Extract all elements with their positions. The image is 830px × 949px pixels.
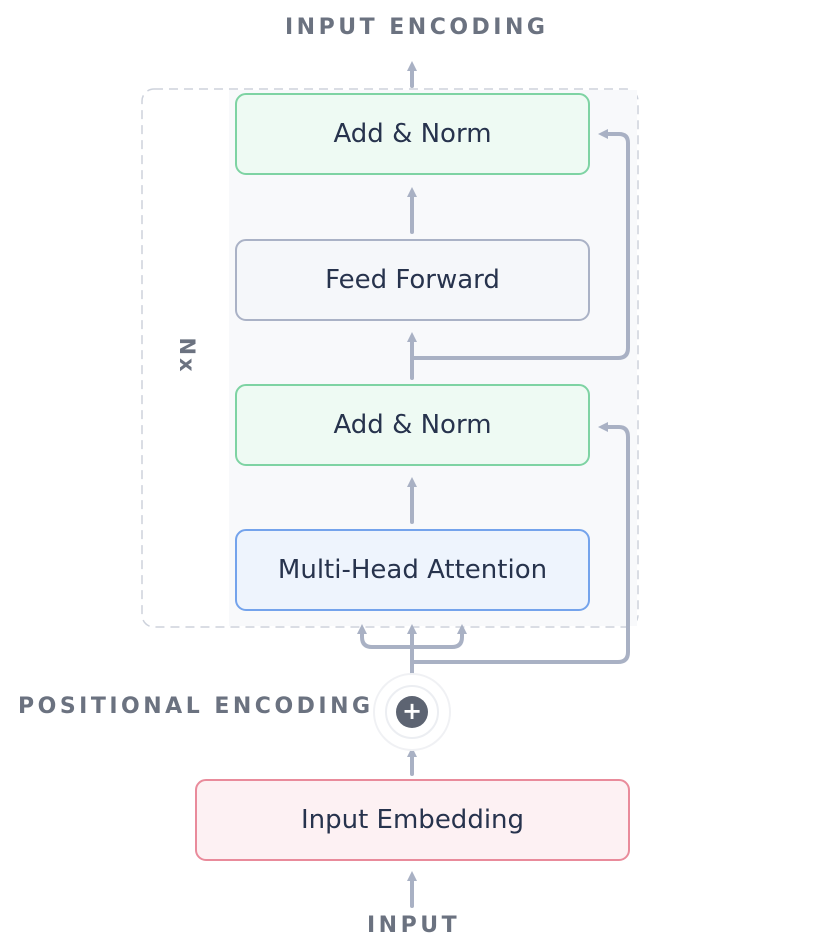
input-label: INPUT [367, 913, 461, 938]
feed-forward-block: Feed Forward [235, 239, 590, 321]
plus-symbol: + [401, 697, 423, 725]
repeat-label: Nx [175, 337, 199, 375]
residual-connection-1 [410, 422, 630, 664]
residual-connection-2 [410, 129, 630, 360]
input-embedding-block: Input Embedding [195, 779, 630, 861]
add-norm-block-bottom: Add & Norm [235, 384, 590, 466]
output-label: INPUT ENCODING [285, 15, 549, 40]
add-norm-block-top: Add & Norm [235, 93, 590, 175]
multi-head-attention-block: Multi-Head Attention [235, 529, 590, 611]
attention-left-input [357, 624, 414, 649]
positional-encoding-label: POSITIONAL ENCODING [18, 694, 374, 719]
plus-icon [396, 696, 428, 728]
attention-right-input [410, 624, 467, 649]
